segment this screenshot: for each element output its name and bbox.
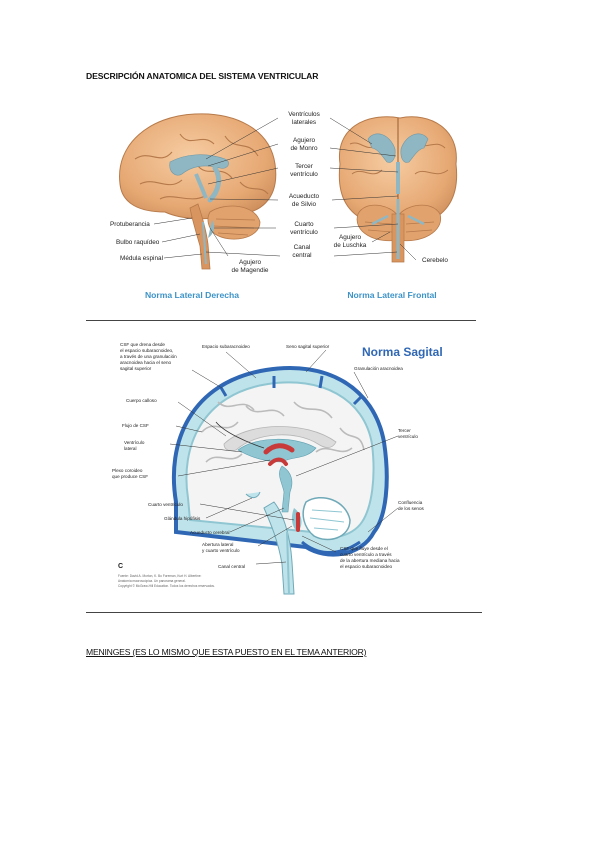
label-ventriculos-laterales: Ventrículos (288, 111, 320, 118)
label-canal-central-2: central (292, 252, 311, 259)
label-agujero-magendie-2: de Magendie (232, 267, 269, 274)
label-seno-sagital: Seno sagital superior (286, 344, 330, 349)
credit-line-3: Copyright © McGraw-Hill Education. Todos… (118, 584, 215, 588)
label-csf-drena: CSF que drena desde (120, 342, 165, 347)
figure2-labels: CSF que drena desde el espacio subaracno… (112, 342, 424, 569)
label-csf-fluye-3: de la abertura mediana hacia (340, 558, 400, 563)
label-medula-espinal: Médula espinal (120, 255, 163, 262)
meninges-heading: MENINGES (ES LO MISMO QUE ESTA PUESTO EN… (86, 647, 367, 657)
label-tercer-ventriculo: Tercer (295, 163, 314, 170)
frontal-brain-illustration (338, 116, 458, 263)
label-agujero-luschka-2: de Luschka (334, 242, 367, 249)
label-flujo-csf: Flujo de CSF (122, 423, 149, 428)
divider-2 (86, 612, 482, 613)
label-acueducto-silvio-2: de Silvio (292, 201, 317, 208)
label-agujero-monro: Agujero (293, 137, 315, 144)
leader-lines-fig2 (169, 349, 399, 565)
heading-norma-sagital: Norma Sagital (362, 345, 443, 359)
figure-lateral-frontal: Ventrículos laterales Agujero de Monro T… (110, 111, 458, 300)
figure2-credit: Fuente: David A. Morton, K. Bo Foreman, … (118, 574, 215, 588)
label-canal-central-sag: Canal central (218, 564, 245, 569)
label-confluencia-2: de los senos (398, 506, 424, 511)
label-canal-central: Canal (294, 244, 311, 251)
label-agujero-monro-2: de Monro (291, 145, 318, 152)
label-acueducto-cerebral: Acueducto cerebral (190, 530, 230, 535)
label-csf-fluye-4: el espacio subaracnoideo (340, 564, 393, 569)
label-abertura-lateral-2: y cuarto ventrículo (202, 548, 240, 553)
label-tercer-ventriculo-sag: Tercer (398, 428, 411, 433)
label-plexo-coroideo: Plexo coroideo (112, 468, 143, 473)
label-agujero-luschka: Agujero (339, 234, 361, 241)
caption-lateral-frontal: Norma Lateral Frontal (347, 290, 436, 300)
label-csf-drena-4: aracnoidea hacia el seno (120, 360, 172, 365)
lateral-brain-illustration (119, 113, 277, 270)
label-cuarto-ventriculo-2: ventrículo (290, 229, 318, 236)
label-csf-drena-3: a través de una granulación (120, 354, 177, 359)
label-ventriculo-lateral: Ventrículo (124, 440, 145, 445)
label-cerebelo: Cerebelo (422, 257, 448, 264)
figure1-labels: Ventrículos laterales Agujero de Monro T… (110, 111, 448, 274)
figure-sagittal: Norma Sagital (112, 342, 443, 595)
label-cuerpo-calloso: Cuerpo calloso (126, 398, 157, 403)
label-protuberancia: Protuberancia (110, 221, 150, 228)
leader-lines-fig1 (153, 117, 417, 261)
credit-line-2: Anatomía macroscópica. Un panorama gener… (118, 579, 186, 583)
label-ventriculos-laterales-2: laterales (292, 119, 316, 126)
label-acueducto-silvio: Acueducto (289, 193, 320, 200)
figure-letter: C (118, 563, 123, 570)
label-tercer-ventriculo-sag-2: ventrículo (398, 434, 418, 439)
label-confluencia: Confluencia (398, 500, 423, 505)
label-tercer-ventriculo-2: ventrículo (290, 171, 318, 178)
label-csf-fluye-2: cuarto ventrículo a través (340, 552, 392, 557)
label-cuarto-ventriculo: Cuarto (294, 221, 314, 228)
label-espacio-subaracnoideo: Espacio subaracnoideo (202, 344, 250, 349)
label-cuarto-ventriculo-sag: Cuarto ventrículo (148, 502, 183, 507)
label-csf-drena-5: sagital superior (120, 366, 152, 371)
label-abertura-lateral: Abertura lateral (202, 542, 233, 547)
label-plexo-coroideo-2: que produce CSF (112, 474, 148, 479)
sagittal-brain-illustration (171, 365, 389, 595)
divider-1 (86, 320, 476, 321)
label-granulacion: Granulación aracnoidea (354, 366, 403, 371)
label-agujero-magendie: Agujero (239, 259, 261, 266)
label-bulbo-raquideo: Bulbo raquídeo (116, 239, 160, 246)
label-glandula-hipofisis: Glándula hipófisis (164, 516, 201, 521)
label-csf-drena-2: el espacio subaracnoideo, (120, 348, 173, 353)
credit-line-1: Fuente: David A. Morton, K. Bo Foreman, … (118, 574, 202, 578)
caption-lateral-derecha: Norma Lateral Derecha (145, 290, 239, 300)
document-title: DESCRIPCIÓN ANATOMICA DEL SISTEMA VENTRI… (86, 71, 319, 81)
label-csf-fluye: CSF que fluye desde el (340, 546, 388, 551)
label-ventriculo-lateral-2: lateral (124, 446, 137, 451)
